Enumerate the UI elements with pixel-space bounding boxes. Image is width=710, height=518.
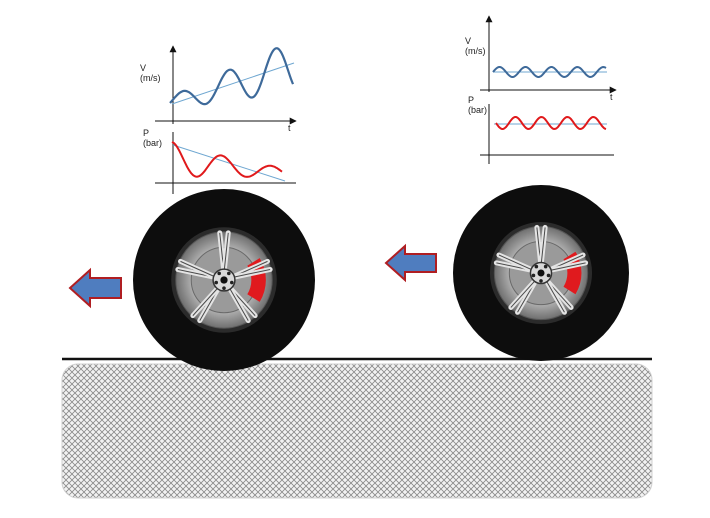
left-v-label: V	[140, 63, 146, 73]
left-graph: V (m/s) P (bar) t	[140, 45, 297, 194]
wheel-spoke-edge	[192, 285, 221, 316]
arrow-left-icon	[68, 267, 122, 309]
lug-nut	[539, 279, 543, 283]
left-pressure-curve	[171, 141, 283, 178]
wheel-spoke-edge	[540, 227, 546, 267]
wheel-icon	[133, 189, 315, 371]
left-v-unit: (m/s)	[140, 73, 161, 83]
left-p-unit: (bar)	[143, 138, 162, 148]
lug-nut	[543, 264, 548, 269]
wheel-spoke-edge	[544, 278, 565, 313]
lug-nut	[227, 271, 231, 276]
hub-center	[537, 269, 545, 277]
ground-texture	[61, 363, 653, 499]
lug-nut	[531, 273, 536, 278]
right-graph: V (m/s) P (bar) t	[465, 15, 617, 164]
lug-nut	[222, 286, 226, 290]
arrow-left-icon	[384, 243, 437, 283]
lug-nut	[546, 273, 551, 278]
lug-nut	[214, 280, 219, 285]
left-velocity-trend	[171, 62, 295, 105]
left-p-label: P	[143, 128, 149, 138]
right-v-label: V	[465, 36, 471, 46]
left-pressure-trend	[172, 144, 286, 182]
left-velocity-curve	[169, 47, 295, 106]
wheel-spoke-edge	[180, 260, 218, 279]
right-v-unit: (m/s)	[465, 46, 486, 56]
left-t-label: t	[288, 123, 291, 133]
lug-nut	[217, 271, 221, 276]
wheel-icon	[453, 185, 629, 361]
lug-nut	[229, 280, 234, 285]
wheel-spoke-edge	[498, 254, 535, 272]
hub-center	[220, 276, 228, 284]
right-p-unit: (bar)	[468, 105, 487, 115]
wheel-spoke-edge	[223, 232, 229, 273]
lug-nut	[534, 264, 539, 269]
right-p-label: P	[468, 95, 474, 105]
wheel-spoke-edge	[230, 268, 271, 279]
right-velocity-curve	[492, 65, 607, 79]
wheel-spoke-edge	[547, 262, 586, 272]
wheel-spoke-edge	[227, 285, 249, 321]
right-pressure-curve	[495, 115, 607, 131]
wheel-spoke-edge	[510, 278, 538, 308]
right-t-label: t	[610, 92, 613, 102]
